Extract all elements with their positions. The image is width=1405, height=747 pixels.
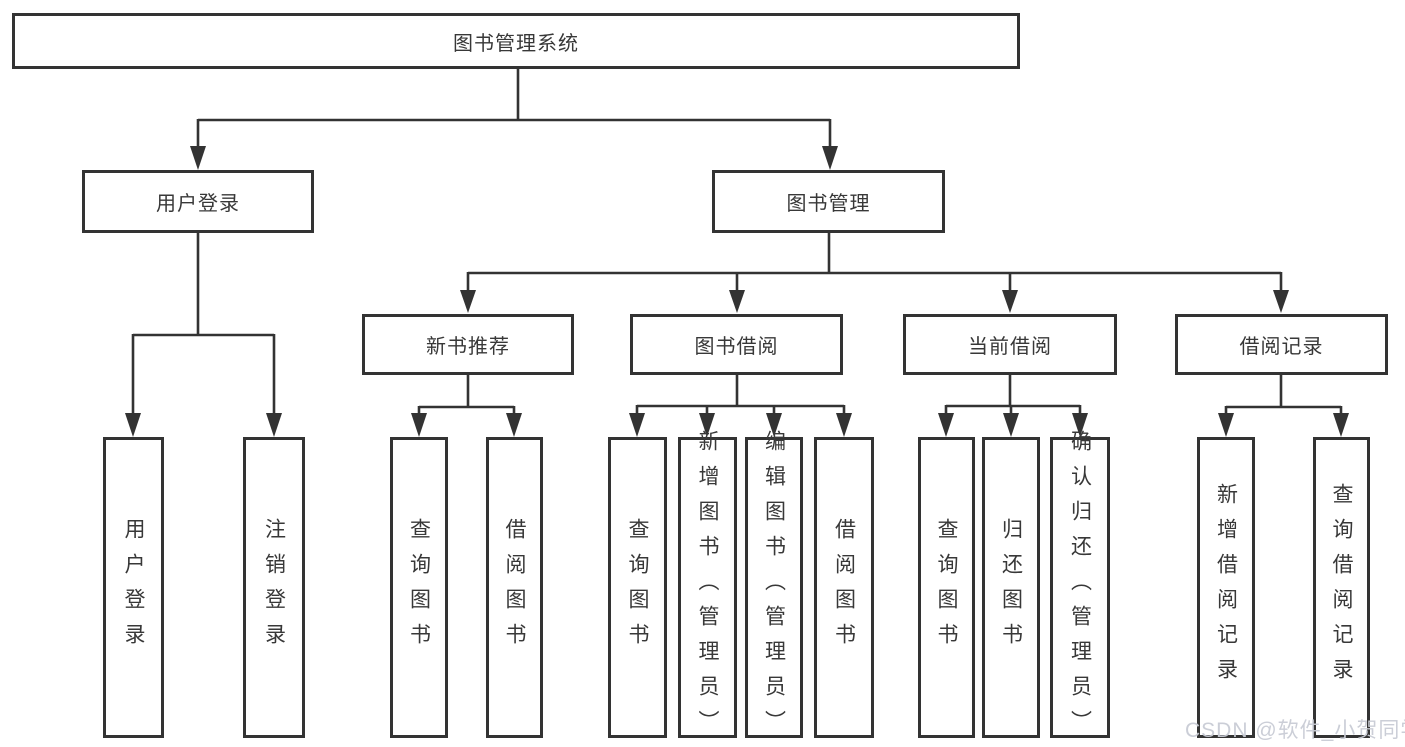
leaf-borrow-books-label: 借阅图书 xyxy=(832,517,856,658)
leaf-borrow-books-recommend: 借阅图书 xyxy=(486,437,543,738)
leaf-confirm-return-admin: 确认归还（管理员） xyxy=(1050,430,1110,745)
node-book-management: 图书管理 xyxy=(712,170,945,233)
arrowhead-icons xyxy=(125,146,1349,437)
leaf-add-borrow-record-label: 新增借阅记录 xyxy=(1214,482,1238,693)
leaf-return-books: 归还图书 xyxy=(982,437,1040,738)
leaf-query-books-current: 查询图书 xyxy=(918,437,975,738)
node-current-borrowing-label: 当前借阅 xyxy=(968,336,1052,358)
leaf-query-books-recommend: 查询图书 xyxy=(390,437,448,738)
node-borrowing-records: 借阅记录 xyxy=(1175,314,1388,375)
node-new-book-recommend: 新书推荐 xyxy=(362,314,574,375)
node-new-book-recommend-label: 新书推荐 xyxy=(426,336,510,358)
leaf-query-books-borrowing-label: 查询图书 xyxy=(626,517,649,658)
leaf-add-borrow-record: 新增借阅记录 xyxy=(1197,437,1255,738)
leaf-query-borrow-record-label: 查询借阅记录 xyxy=(1330,482,1353,693)
leaf-user-login-label: 用户登录 xyxy=(122,517,145,658)
leaf-query-books-borrowing: 查询图书 xyxy=(608,437,667,738)
node-user-login-label: 用户登录 xyxy=(156,193,240,215)
leaf-add-book-admin: 新增图书（管理员） xyxy=(678,430,737,745)
leaf-borrow-books-recommend-label: 借阅图书 xyxy=(503,517,526,658)
node-borrowing-records-label: 借阅记录 xyxy=(1239,336,1324,358)
leaf-user-login: 用户登录 xyxy=(103,437,164,738)
leaf-query-books-current-label: 查询图书 xyxy=(935,517,958,658)
node-current-borrowing: 当前借阅 xyxy=(903,314,1117,375)
leaf-query-borrow-record: 查询借阅记录 xyxy=(1313,437,1370,738)
node-book-borrowing: 图书借阅 xyxy=(630,314,843,375)
node-book-borrowing-label: 图书借阅 xyxy=(694,336,779,358)
node-user-login: 用户登录 xyxy=(82,170,314,233)
leaf-query-books-recommend-label: 查询图书 xyxy=(407,517,431,658)
leaf-logout: 注销登录 xyxy=(243,437,305,738)
node-root-library-system: 图书管理系统 xyxy=(12,13,1020,69)
leaf-edit-book-admin-label: 编辑图书（管理员） xyxy=(762,430,786,745)
leaf-edit-book-admin: 编辑图书（管理员） xyxy=(745,430,803,745)
leaf-confirm-return-admin-label: 确认归还（管理员） xyxy=(1068,430,1092,745)
leaf-return-books-label: 归还图书 xyxy=(999,517,1023,658)
leaf-borrow-books: 借阅图书 xyxy=(814,437,874,738)
node-book-management-label: 图书管理 xyxy=(786,193,871,215)
node-root-label: 图书管理系统 xyxy=(453,32,579,55)
watermark: CSDN @软件_小贺同学 xyxy=(1185,719,1405,742)
leaf-logout-label: 注销登录 xyxy=(262,517,286,658)
leaf-add-book-admin-label: 新增图书（管理员） xyxy=(696,430,719,745)
